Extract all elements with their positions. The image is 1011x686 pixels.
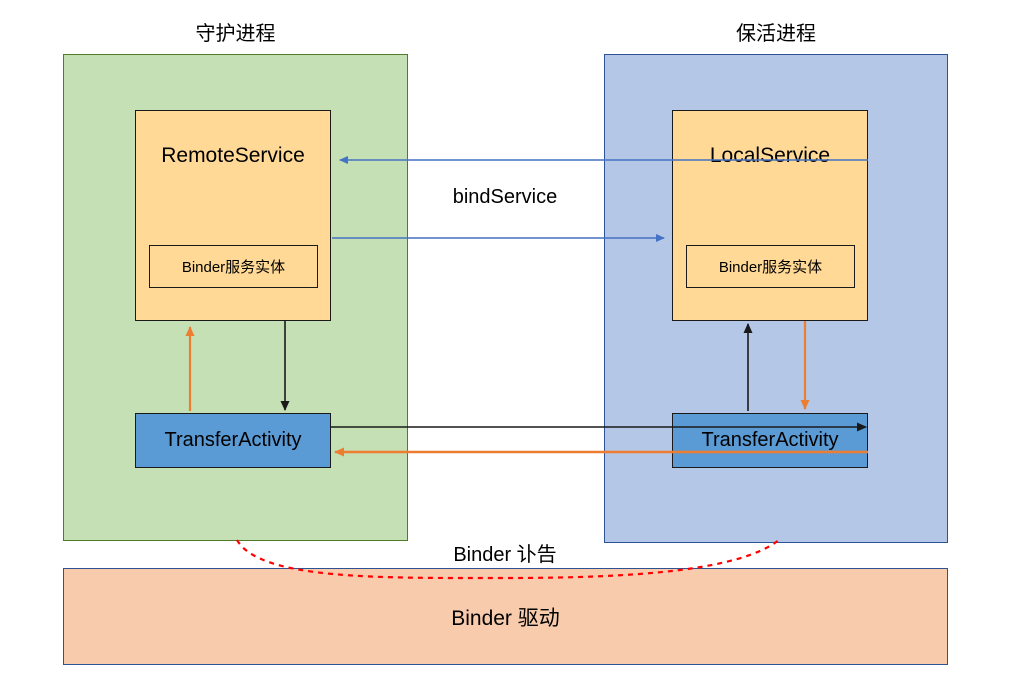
keepalive-process-title: 保活进程 [736,23,816,45]
left-transfer-activity-box[interactable]: TransferActivity [135,413,331,468]
guardian-process-container: RemoteService Binder服务实体 TransferActivit… [63,54,408,541]
local-service-box[interactable]: LocalService Binder服务实体 [672,110,868,321]
binder-obituary-edge-label: Binder 讣告 [453,544,557,566]
remote-binder-entity-box: Binder服务实体 [149,245,318,288]
keepalive-process-container: LocalService Binder服务实体 TransferActivity [604,54,948,543]
guardian-process-title: 守护进程 [195,23,276,45]
binder-driver-box[interactable]: Binder 驱动 [63,568,948,665]
remote-service-label: RemoteService [161,144,305,167]
right-transfer-activity-box[interactable]: TransferActivity [672,413,868,468]
local-service-label: LocalService [709,144,831,167]
bind-service-edge-label: bindService [452,186,558,208]
remote-service-box[interactable]: RemoteService Binder服务实体 [135,110,331,321]
local-binder-entity-box: Binder服务实体 [686,245,855,288]
